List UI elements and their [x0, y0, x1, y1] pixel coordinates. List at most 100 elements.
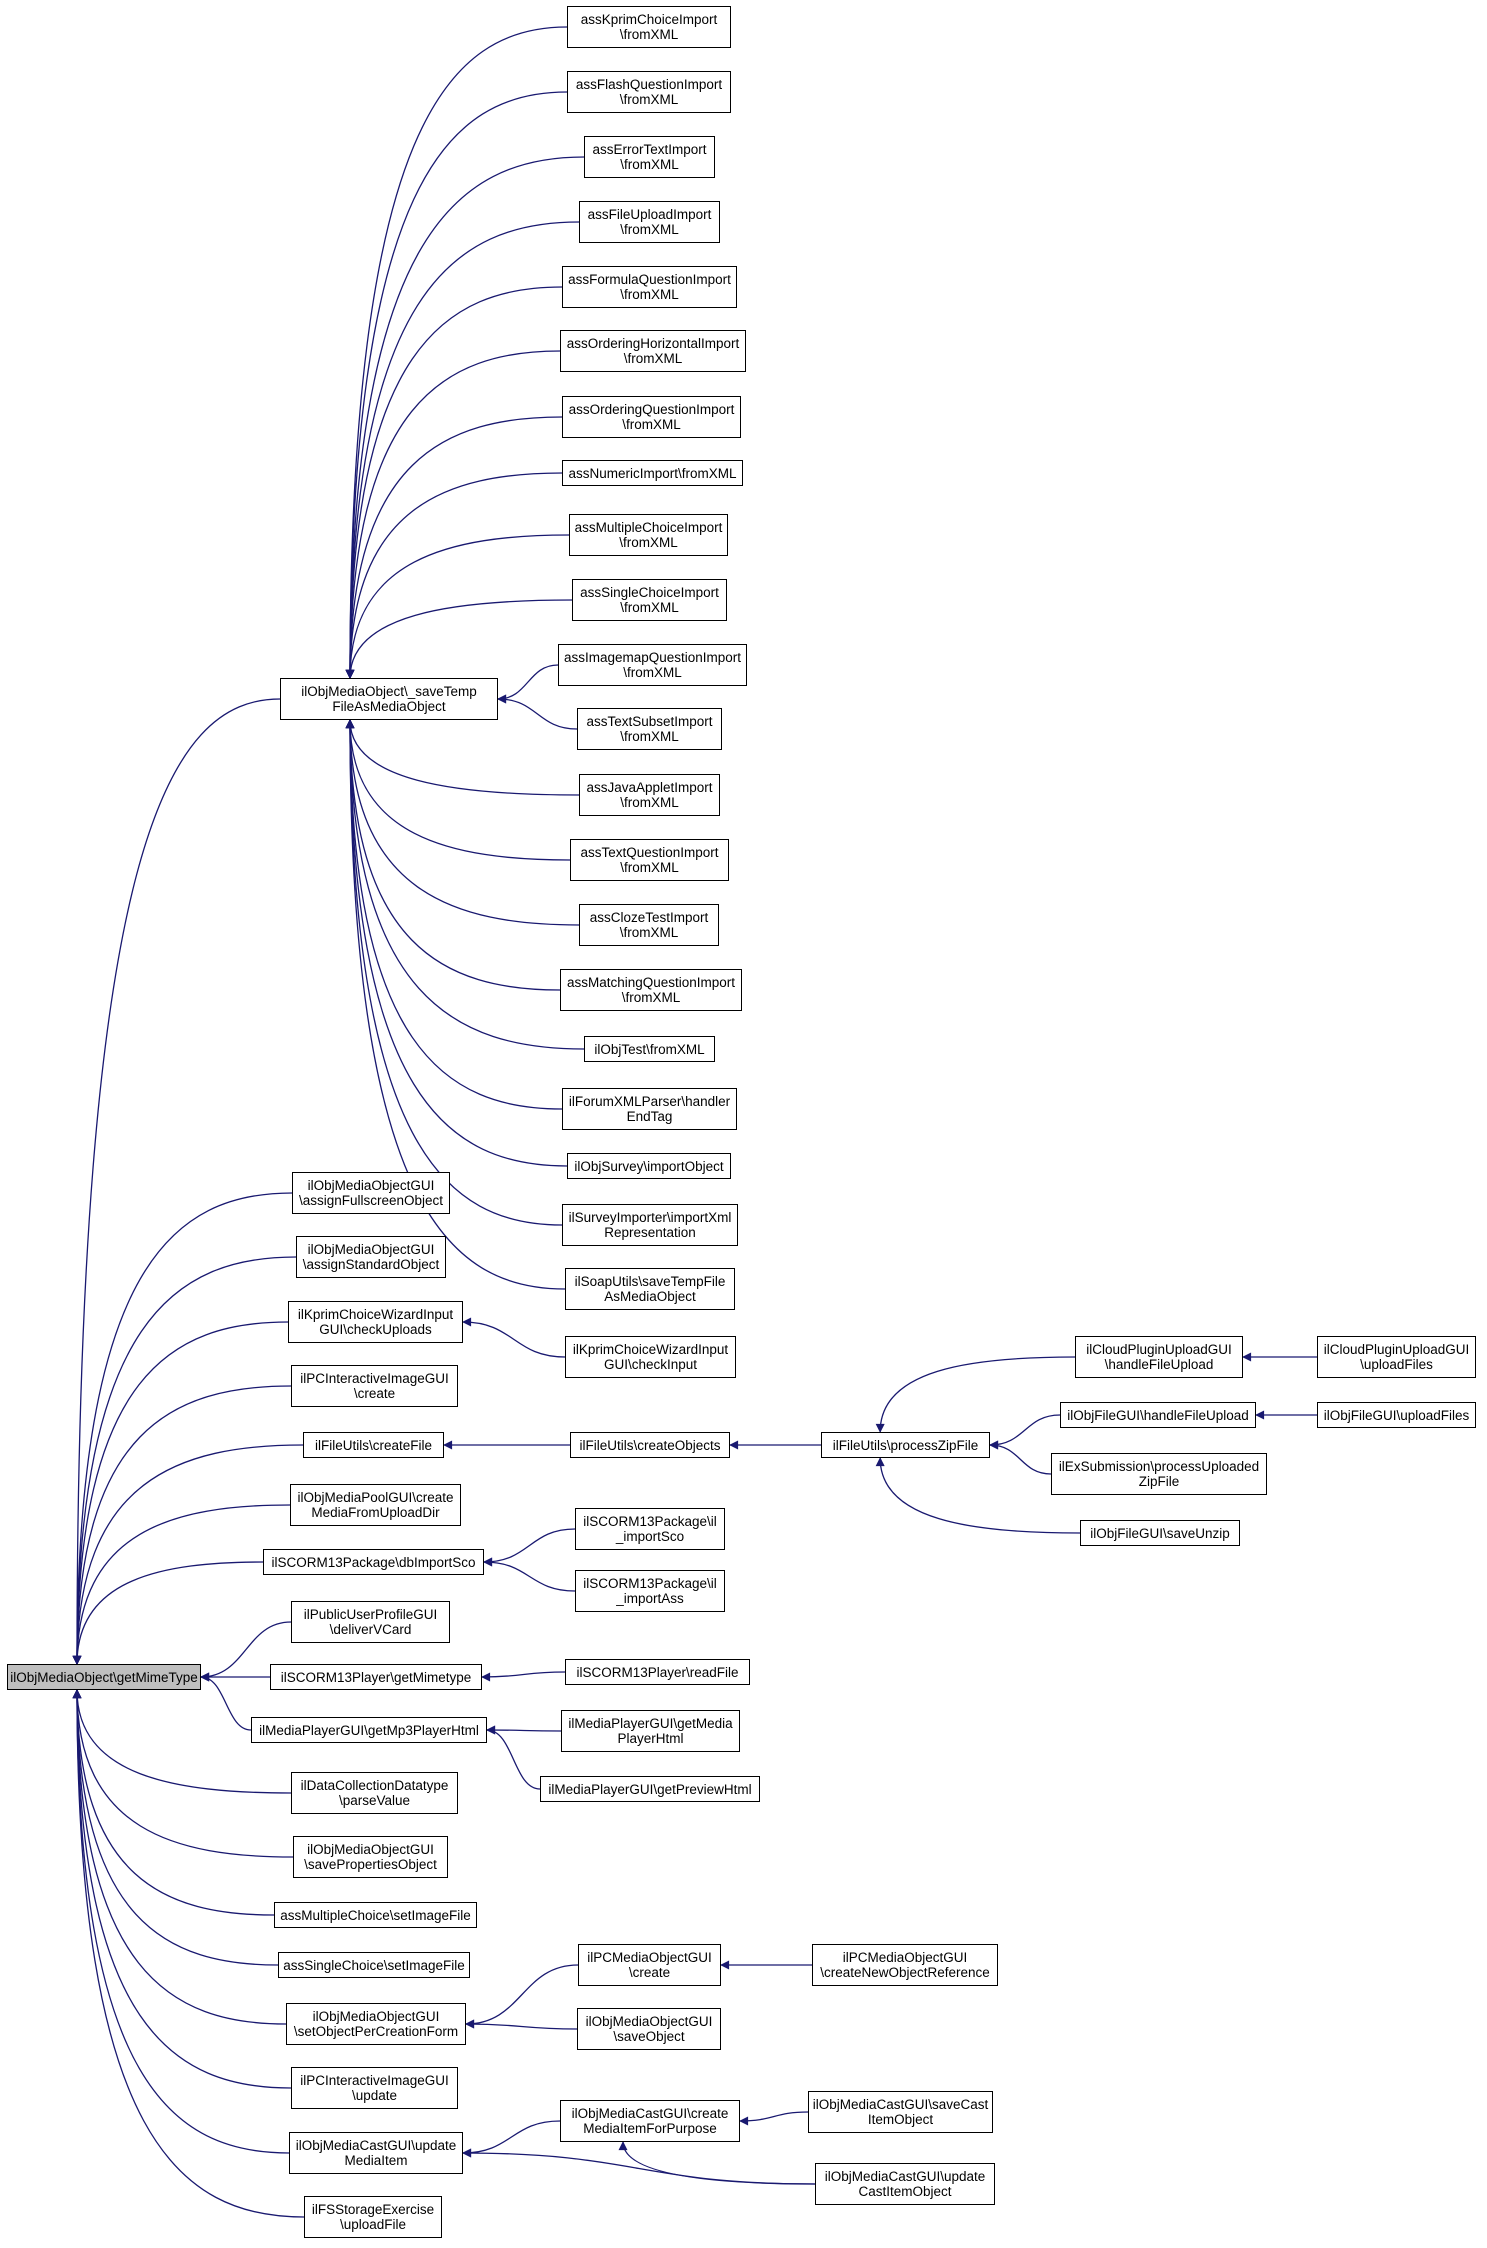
edge-textSubImp-to-saveTemp [497, 694, 578, 730]
node-kprimwizard-checkinput[interactable]: ilKprimChoiceWizardInput GUI\checkInput [565, 1336, 736, 1378]
edge-saveProps-to-root [72, 1689, 294, 1858]
node-flashquestionimport[interactable]: assFlashQuestionImport \fromXML [567, 71, 731, 113]
node-mediaplayer-getmediaplayerhtml[interactable]: ilMediaPlayerGUI\getMedia PlayerHtml [561, 1710, 740, 1752]
node-javaappletimport[interactable]: assJavaAppletImport \fromXML [579, 774, 720, 816]
node-orderinghorizontalimport[interactable]: assOrderingHorizontalImport \fromXML [560, 330, 746, 372]
node-clozetestimport[interactable]: assClozeTestImport \fromXML [579, 904, 719, 946]
node-soaputils[interactable]: ilSoapUtils\saveTempFile AsMediaObject [565, 1268, 735, 1310]
edge-objSurvey-to-saveTemp [345, 719, 568, 1167]
node-objfile-saveunzip[interactable]: ilObjFileGUI\saveUnzip [1080, 1520, 1240, 1546]
node-mediapool[interactable]: ilObjMediaPoolGUI\create MediaFromUpload… [290, 1484, 461, 1526]
edge-fileUpImp-to-saveTemp [345, 221, 580, 679]
node-mediaplayer-getpreviewhtml[interactable]: ilMediaPlayerGUI\getPreviewHtml [540, 1776, 760, 1802]
node-fileutils-processzipfile[interactable]: ilFileUtils\processZipFile [821, 1432, 990, 1458]
node-textsubsetimport[interactable]: assTextSubsetImport \fromXML [577, 708, 722, 750]
node-cloudplugin-uploadfiles[interactable]: ilCloudPluginUploadGUI \uploadFiles [1317, 1336, 1476, 1378]
node-datacollectiondatatype[interactable]: ilDataCollectionDatatype \parseValue [291, 1772, 458, 1814]
edge-mp3-to-root [200, 1672, 252, 1731]
edge-ordQImp-to-saveTemp [345, 416, 563, 679]
node-fileutils-createobjects[interactable]: ilFileUtils\createObjects [570, 1432, 730, 1458]
node-objsurvey-importobject[interactable]: ilObjSurvey\importObject [567, 1153, 731, 1179]
node-pcmediaobject-createnewobjectreference[interactable]: ilPCMediaObjectGUI \createNewObjectRefer… [812, 1944, 998, 1986]
edge-matchImp-to-saveTemp [345, 719, 561, 991]
edge-javaImp-to-saveTemp [345, 719, 580, 796]
node-objfile-uploadfiles[interactable]: ilObjFileGUI\uploadFiles [1317, 1402, 1476, 1428]
edge-flashImp-to-saveTemp [345, 91, 568, 679]
node-multiplechoiceimport[interactable]: assMultipleChoiceImport \fromXML [569, 514, 728, 556]
node-assignstandardobject[interactable]: ilObjMediaObjectGUI \assignStandardObjec… [296, 1236, 446, 1278]
edge-scormImpSco-to-scormDb [483, 1528, 576, 1567]
edge-pcInterUpdate-to-root [72, 1689, 292, 2089]
edge-castUpdate-to-root [72, 1689, 290, 2154]
edge-fsStorage-to-root [72, 1689, 305, 2218]
node-assignfullscreenobject[interactable]: ilObjMediaObjectGUI \assignFullscreenObj… [292, 1172, 450, 1214]
edge-assignFull-to-root [72, 1192, 293, 1665]
node-savetempfileasmediaobject[interactable]: ilObjMediaObject\_saveTemp FileAsMediaOb… [280, 678, 498, 720]
edge-setObjPer-to-root [72, 1689, 287, 2025]
node-singlechoice-setimagefile[interactable]: assSingleChoice\setImageFile [278, 1952, 470, 1978]
node-mediaplayer-getmp3playerhtml[interactable]: ilMediaPlayerGUI\getMp3PlayerHtml [251, 1717, 487, 1743]
node-multiplechoice-setimagefile[interactable]: assMultipleChoice\setImageFile [274, 1902, 477, 1928]
node-root-getmimetype[interactable]: ilObjMediaObject\getMimeType [7, 1664, 201, 1690]
node-publicuserprofile[interactable]: ilPublicUserProfileGUI \deliverVCard [291, 1601, 450, 1643]
edge-multiSet-to-root [72, 1689, 275, 1916]
node-formulaquestionimport[interactable]: assFormulaQuestionImport \fromXML [562, 266, 737, 308]
edge-scormImpAss-to-scormDb [483, 1557, 576, 1592]
node-mediacast-updatecastitemobject[interactable]: ilObjMediaCastGUI\update CastItemObject [815, 2163, 995, 2205]
node-pcinteractiveimage-create[interactable]: ilPCInteractiveImageGUI \create [291, 1365, 458, 1407]
edge-clozeImp-to-saveTemp [345, 719, 580, 926]
edge-formulaImp-to-saveTemp [345, 286, 563, 679]
node-mediacast-savecastitemobject[interactable]: ilObjMediaCastGUI\saveCast ItemObject [808, 2091, 993, 2133]
edge-textQImp-to-saveTemp [345, 719, 571, 861]
node-scorm-importsco[interactable]: ilSCORM13Package\il _importSco [575, 1508, 725, 1550]
edge-cloudHandle-to-processZip [875, 1356, 1076, 1433]
node-surveyimporter[interactable]: ilSurveyImporter\importXml Representatio… [562, 1204, 738, 1246]
node-cloudplugin-handlefileupload[interactable]: ilCloudPluginUploadGUI \handleFileUpload [1075, 1336, 1243, 1378]
edge-castUpdItem-to-castCreate [618, 2141, 816, 2185]
node-scormplayer-getmimetype[interactable]: ilSCORM13Player\getMimetype [270, 1664, 482, 1690]
node-fsstorageexercise[interactable]: ilFSStorageExercise \uploadFile [304, 2196, 442, 2238]
node-objtest-fromxml[interactable]: ilObjTest\fromXML [584, 1036, 715, 1062]
node-scorm-importass[interactable]: ilSCORM13Package\il _importAss [575, 1570, 725, 1612]
node-matchingquestionimport[interactable]: assMatchingQuestionImport \fromXML [560, 969, 742, 1011]
node-objfile-handlefileupload[interactable]: ilObjFileGUI\handleFileUpload [1060, 1402, 1256, 1428]
edge-mediaPool-to-root [72, 1504, 291, 1665]
node-forumxmlparser[interactable]: ilForumXMLParser\handler EndTag [562, 1088, 737, 1130]
node-kprimchoiceimport[interactable]: assKprimChoiceImport \fromXML [567, 6, 731, 48]
edge-castSave-to-castCreate [739, 2111, 809, 2126]
node-imagemapquestionimport[interactable]: assImagemapQuestionImport \fromXML [558, 644, 747, 686]
edge-previewHtml-to-mp3 [486, 1725, 541, 1790]
node-mediacast-updatemediaitem[interactable]: ilObjMediaCastGUI\update MediaItem [289, 2132, 463, 2174]
node-scormplayer-readfile[interactable]: ilSCORM13Player\readFile [565, 1659, 750, 1685]
node-savepropertiesobject[interactable]: ilObjMediaObjectGUI \savePropertiesObjec… [293, 1836, 448, 1878]
node-pcinteractiveimage-update[interactable]: ilPCInteractiveImageGUI \update [291, 2067, 458, 2109]
edge-kprimWizCheck-to-kprimWiz [462, 1317, 566, 1358]
node-kprimwizard-checkuploads[interactable]: ilKprimChoiceWizardInput GUI\checkUpload… [288, 1301, 463, 1343]
node-numericimport[interactable]: assNumericImport\fromXML [562, 460, 743, 486]
node-errortextimport[interactable]: assErrorTextImport \fromXML [584, 136, 715, 178]
edge-mediaHtml-to-mp3 [486, 1725, 562, 1735]
node-fileuploadimport[interactable]: assFileUploadImport \fromXML [579, 201, 720, 243]
edge-saveUnzip-to-processZip [875, 1457, 1081, 1534]
node-orderingquestionimport[interactable]: assOrderingQuestionImport \fromXML [562, 396, 741, 438]
node-objmediaobject-saveobject[interactable]: ilObjMediaObjectGUI \saveObject [577, 2008, 721, 2050]
edge-dataColl-to-root [72, 1689, 292, 1794]
edge-surveyImp-to-saveTemp [345, 719, 563, 1226]
node-scorm-dbimportsco[interactable]: ilSCORM13Package\dbImportSco [263, 1549, 484, 1575]
node-exsubmission[interactable]: ilExSubmission\processUploaded ZipFile [1051, 1453, 1267, 1495]
edge-pcMediaCreate-to-setObjPer [465, 1964, 579, 2029]
node-mediacast-createmediaitemforpurpose[interactable]: ilObjMediaCastGUI\create MediaItemForPur… [560, 2100, 740, 2142]
edge-kprimImp-to-saveTemp [345, 26, 568, 679]
node-pcmediaobject-create[interactable]: ilPCMediaObjectGUI \create [578, 1944, 721, 1986]
edge-errorImp-to-saveTemp [345, 156, 585, 679]
node-singlechoiceimport[interactable]: assSingleChoiceImport \fromXML [572, 579, 727, 621]
edge-objFileHandle-to-processZip [989, 1414, 1061, 1450]
edge-pcInterCreate-to-root [72, 1385, 292, 1665]
node-textquestionimport[interactable]: assTextQuestionImport \fromXML [570, 839, 729, 881]
node-fileutils-createfile[interactable]: ilFileUtils\createFile [303, 1432, 444, 1458]
edge-imagemapImp-to-saveTemp [497, 664, 559, 704]
edge-exSub-to-processZip [989, 1440, 1052, 1475]
node-setobjectpercreationform[interactable]: ilObjMediaObjectGUI \setObjectPerCreatio… [286, 2003, 466, 2045]
